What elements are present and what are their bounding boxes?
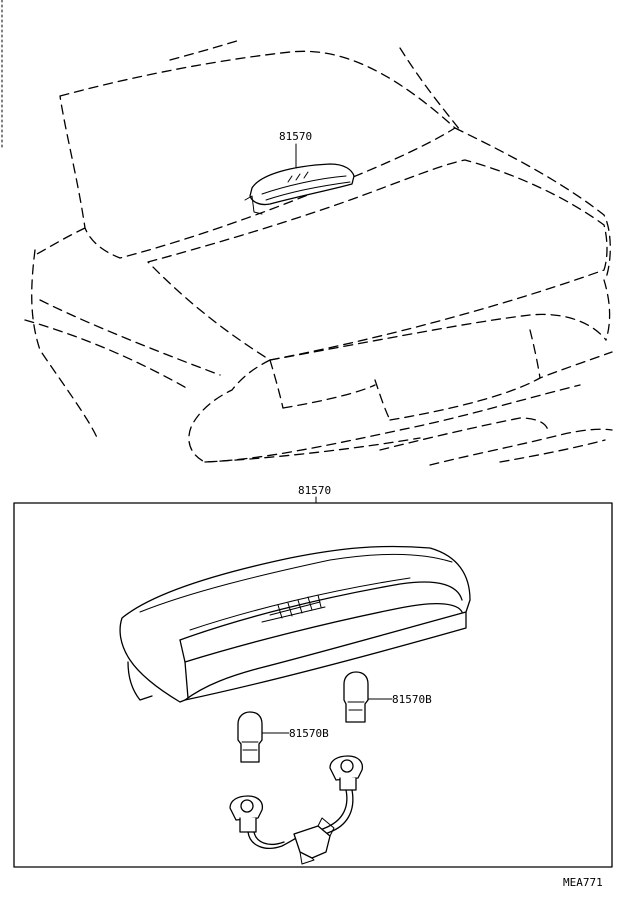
part-label-top: 81570 [279, 130, 312, 143]
assembly-box [13, 502, 613, 868]
bulb-right [343, 671, 369, 723]
car-rear-outline [1, 0, 613, 466]
part-label-box: 81570 [298, 484, 331, 497]
stop-lamp-installed [244, 163, 355, 215]
figure-code: MEA771 [563, 876, 603, 889]
bulb-left [237, 711, 263, 763]
part-label-bulb-right: 81570B [392, 693, 432, 706]
stop-lamp-housing [119, 545, 471, 703]
socket-wire-harness [229, 755, 364, 865]
part-label-bulb-left: 81570B [289, 727, 329, 740]
